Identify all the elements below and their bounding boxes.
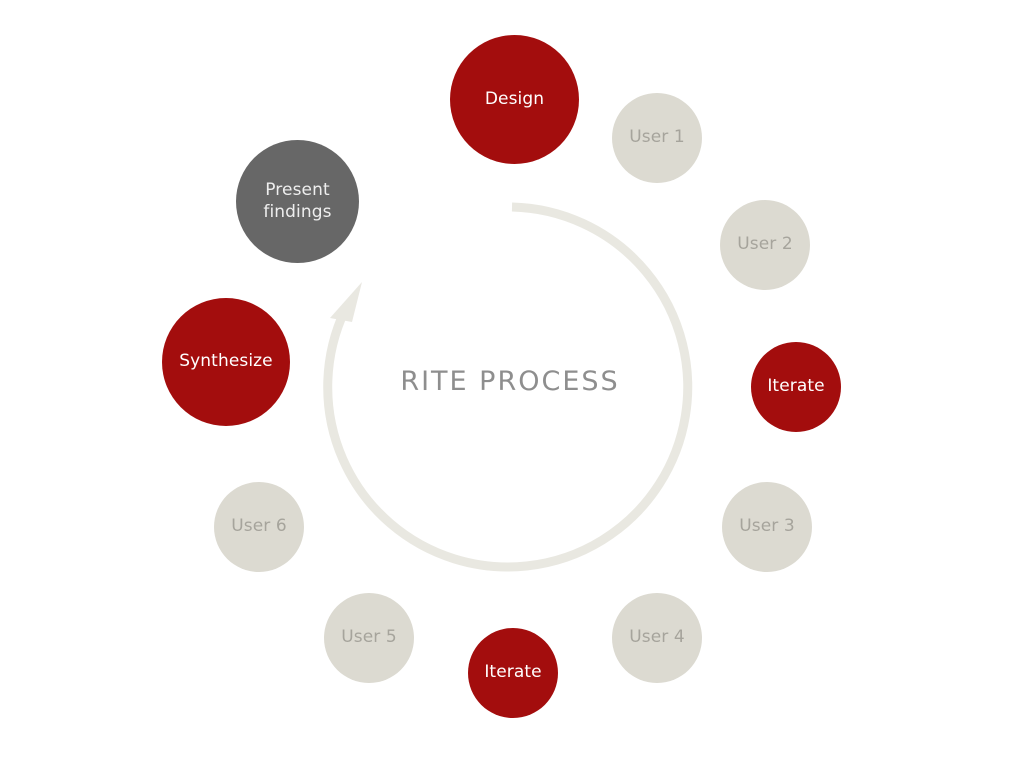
node-synthesize: Synthesize [162,298,290,426]
node-label: User 3 [739,516,795,537]
node-user-3: User 3 [722,482,812,572]
node-iterate-right: Iterate [751,342,841,432]
node-user-4: User 4 [612,593,702,683]
node-iterate-bottom: Iterate [468,628,558,718]
node-label: User 5 [341,627,397,648]
node-label: Design [484,88,545,109]
node-label: Present findings [263,180,332,222]
node-label: User 4 [629,627,685,648]
cycle-arrow-head [330,282,362,322]
node-user-6: User 6 [214,482,304,572]
node-label: User 1 [629,127,685,148]
node-user-5: User 5 [324,593,414,683]
diagram-title: RITE PROCESS [400,366,620,397]
node-design: Design [450,35,579,164]
cycle-arrow-arc [323,202,693,572]
node-user-1: User 1 [612,93,702,183]
node-label: User 2 [737,234,793,255]
node-user-2: User 2 [720,200,810,290]
node-present-findings: Present findings [236,140,359,263]
node-label: User 6 [231,516,287,537]
node-label: Iterate [767,376,825,397]
node-label: Synthesize [179,351,273,372]
node-label: Iterate [484,662,542,683]
